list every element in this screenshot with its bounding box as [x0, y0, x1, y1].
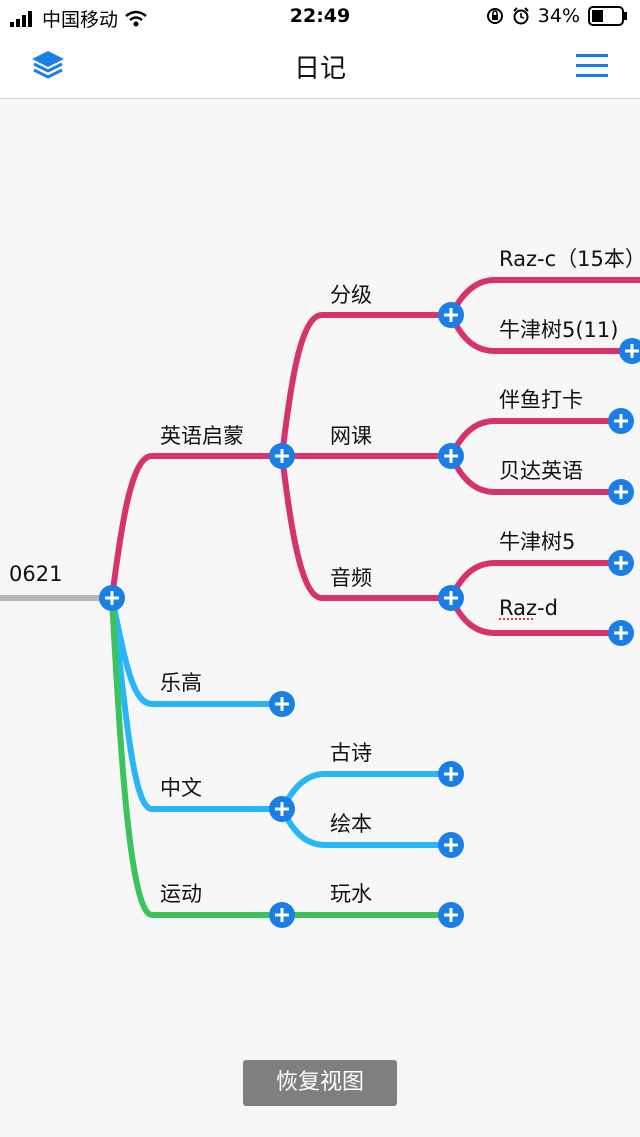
node-beida[interactable]: 贝达英语 [499, 459, 583, 483]
node-poetry[interactable]: 古诗 [330, 741, 372, 765]
node-raz-c[interactable]: Raz-c（15本） [499, 247, 640, 271]
plus-icons [105, 308, 639, 922]
node-english[interactable]: 英语启蒙 [160, 424, 244, 448]
menu-button[interactable] [572, 50, 612, 82]
nav-bar: 日记 [0, 34, 640, 99]
node-root[interactable]: 0621 [9, 562, 63, 586]
status-bar: 中国移动 22:49 34% [0, 0, 640, 34]
node-raz-d[interactable]: Raz-d [499, 596, 558, 620]
carrier-name: 中国移动 [42, 9, 119, 31]
layers-button[interactable] [28, 48, 68, 84]
node-graded[interactable]: 分级 [330, 283, 372, 307]
status-left: 中国移动 [10, 5, 148, 32]
node-oxford-tree-11[interactable]: 牛津树5(11) [499, 318, 619, 342]
layers-icon [32, 51, 64, 79]
node-picture-book[interactable]: 绘本 [330, 812, 372, 836]
page-title: 日记 [293, 54, 346, 84]
node-banyu[interactable]: 伴鱼打卡 [499, 388, 583, 412]
node-water-play[interactable]: 玩水 [330, 882, 372, 906]
node-lego[interactable]: 乐高 [160, 671, 202, 695]
wifi-icon [125, 10, 147, 26]
node-audio[interactable]: 音频 [330, 566, 372, 590]
battery-percent: 34% [537, 5, 580, 27]
node-oxford-tree-5[interactable]: 牛津树5 [499, 530, 576, 554]
node-chinese[interactable]: 中文 [160, 776, 202, 800]
status-right: 34% [486, 5, 628, 27]
signal-icon [10, 10, 32, 27]
battery-icon [588, 6, 627, 26]
menu-icon [576, 54, 608, 77]
mindmap-lines [0, 277, 640, 928]
rotation-lock-icon [486, 8, 503, 24]
status-time: 22:49 [289, 5, 351, 27]
node-sport[interactable]: 运动 [160, 882, 202, 906]
restore-view-button[interactable]: 恢复视图 [243, 1060, 397, 1106]
alarm-icon [513, 7, 529, 25]
node-online-class[interactable]: 网课 [330, 424, 372, 448]
mindmap-canvas[interactable]: 0621 英语启蒙 乐高 中文 运动 分级 网课 音频 Raz-c（15本） 牛… [0, 99, 640, 1137]
